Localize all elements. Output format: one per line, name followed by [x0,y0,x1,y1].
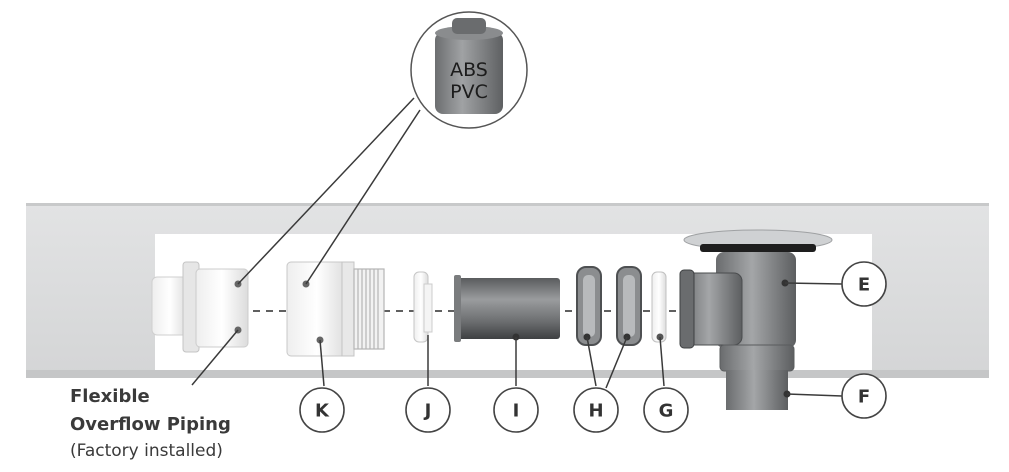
piping-caption: Flexible Overflow Piping (Factory instal… [70,386,231,461]
callout-k-label: K [315,401,330,422]
caption-line2: Overflow Piping [70,414,231,435]
callout-g: G [643,387,689,433]
part-h-gaskets [576,266,642,346]
callout-i: I [493,387,539,433]
leader-lines [191,97,843,397]
callout-e-label: E [858,275,870,296]
callout-j-label: J [423,401,432,422]
can-label-line2: PVC [450,81,488,103]
callout-e: E [841,261,887,307]
part-g-washer [651,271,667,343]
callout-f-label: F [858,387,870,408]
part-e-drain-body [679,229,833,349]
callout-h-label: H [588,401,603,422]
part-j-ring [413,271,433,343]
callout-k: K [299,387,345,433]
part-k-adapter [286,261,385,357]
callout-j: J [405,387,451,433]
callout-h: H [573,387,619,433]
callout-f: F [841,373,887,419]
caption-line1: Flexible [70,386,150,407]
part-i-tube [454,275,560,342]
can-label-line1: ABS [450,59,488,81]
callout-i-label: I [513,401,520,422]
caption-line3: (Factory installed) [70,441,223,461]
callout-g-label: G [659,401,674,422]
part-f-tailpiece [719,344,795,410]
cement-can-inset: ABS PVC [410,11,528,129]
flexible-overflow-piping [151,261,249,353]
